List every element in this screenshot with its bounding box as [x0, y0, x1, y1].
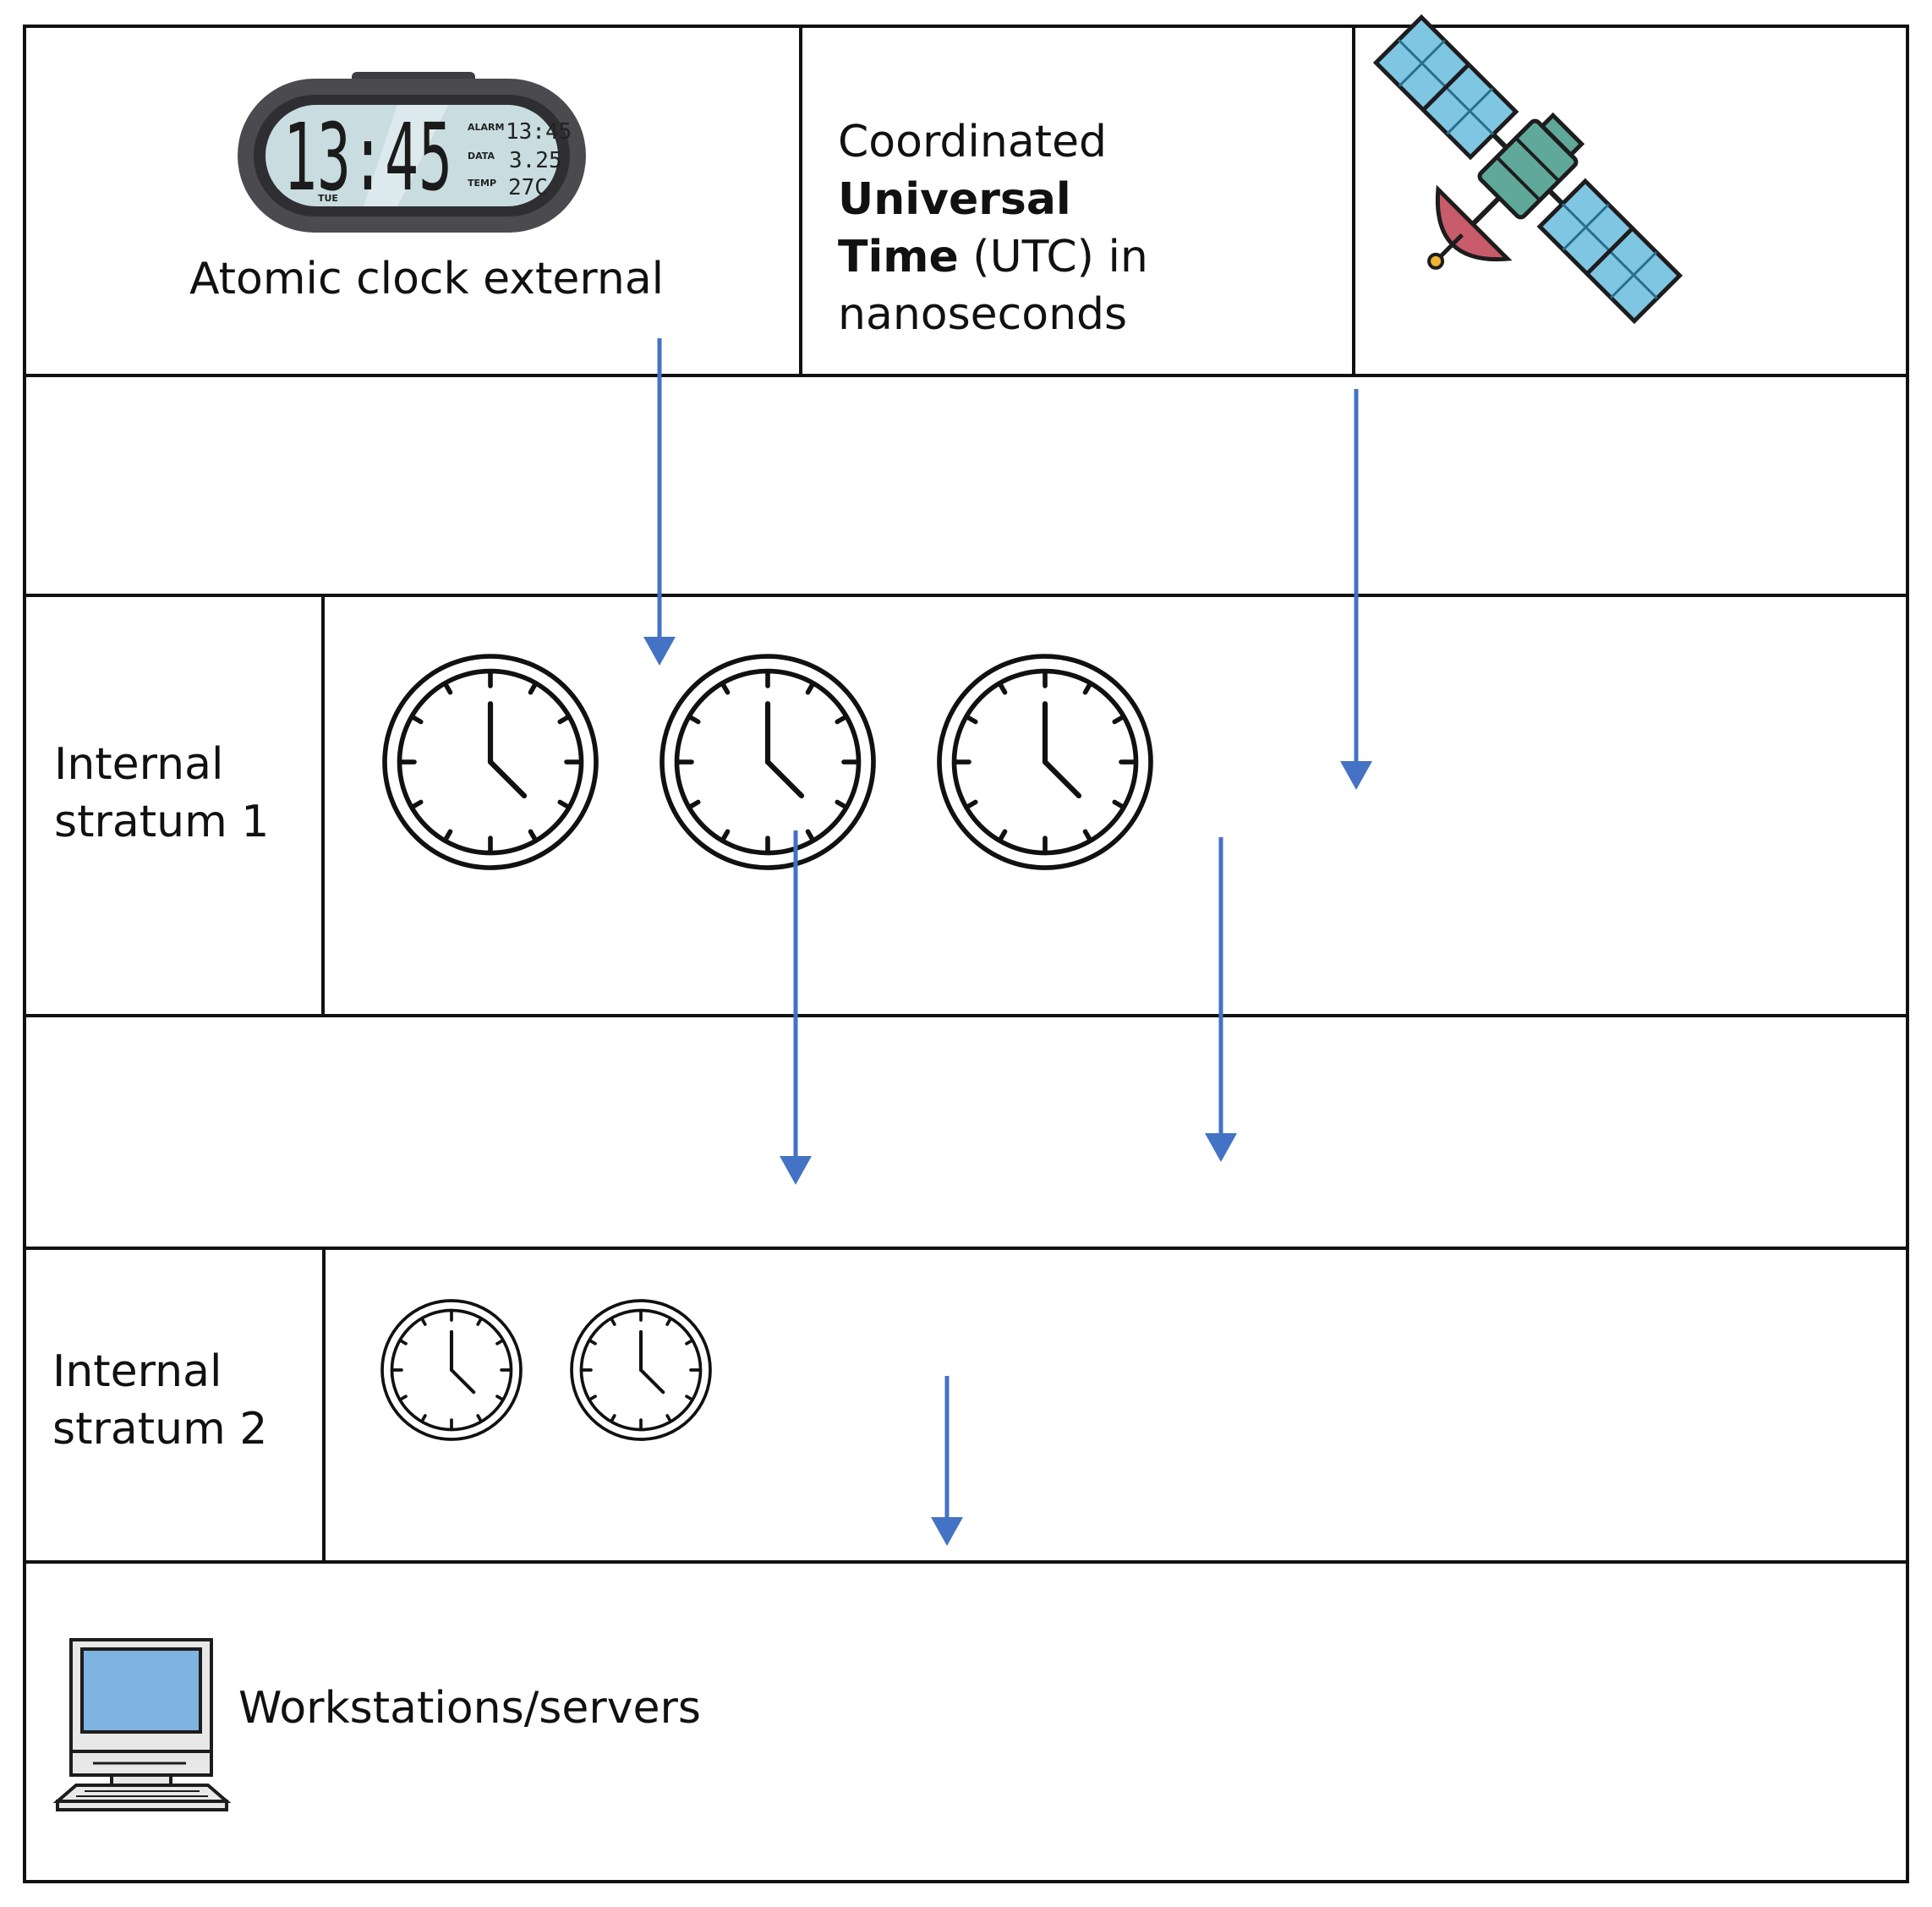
digital-alarm-clock-icon: 13:45 ALARM 13:45 DATA 3.25 TEMP 27C TUE: [238, 72, 586, 233]
satellite-icon: [1372, 14, 1683, 325]
stratum2-label: Internal stratum 2: [52, 1346, 268, 1455]
arrowhead-stratum2-left: [780, 1156, 812, 1185]
arrowhead-satellite: [1340, 761, 1372, 790]
utc-description: Coordinated Universal Time (UTC) in nano…: [838, 113, 1345, 343]
utc-text-part1: Coordinated: [838, 117, 1108, 167]
analog-clock-icon: [937, 654, 1153, 870]
analog-clocks-group: [380, 654, 1153, 1441]
workstations-label: Workstations/servers: [238, 1683, 701, 1734]
grid-lines: [23, 25, 1909, 1883]
analog-clock-icon: [380, 1299, 523, 1441]
utc-text-bold1: Universal: [838, 174, 1071, 225]
clock-display-time: 13:45: [283, 103, 452, 211]
clock-data-label: DATA: [468, 151, 495, 162]
analog-clock-icon: [382, 654, 599, 870]
stratum1-label: Internal stratum 1: [54, 739, 270, 847]
utc-text-part2: (UTC) in: [958, 232, 1148, 282]
clock-alarm-label: ALARM: [468, 122, 504, 133]
analog-clock-icon: [570, 1299, 712, 1441]
utc-text-part3: nanoseconds: [838, 289, 1128, 340]
analog-clock-icon: [660, 654, 876, 870]
arrows-group: [643, 338, 1372, 1546]
clock-data-value: 3.25: [509, 148, 562, 173]
clock-temp-value: 27C: [508, 175, 548, 200]
computer-workstation-icon: [52, 1638, 232, 1811]
arrowhead-workstations: [931, 1517, 963, 1546]
arrowhead-atomic: [643, 637, 676, 666]
clock-day-label: TUE: [318, 193, 338, 204]
arrowhead-stratum2-right: [1205, 1133, 1237, 1162]
clock-temp-label: TEMP: [468, 178, 496, 189]
atomic-clock-label: Atomic clock external: [189, 254, 665, 304]
clock-alarm-value: 13:45: [506, 119, 572, 145]
utc-text-bold2: Time: [838, 232, 959, 282]
